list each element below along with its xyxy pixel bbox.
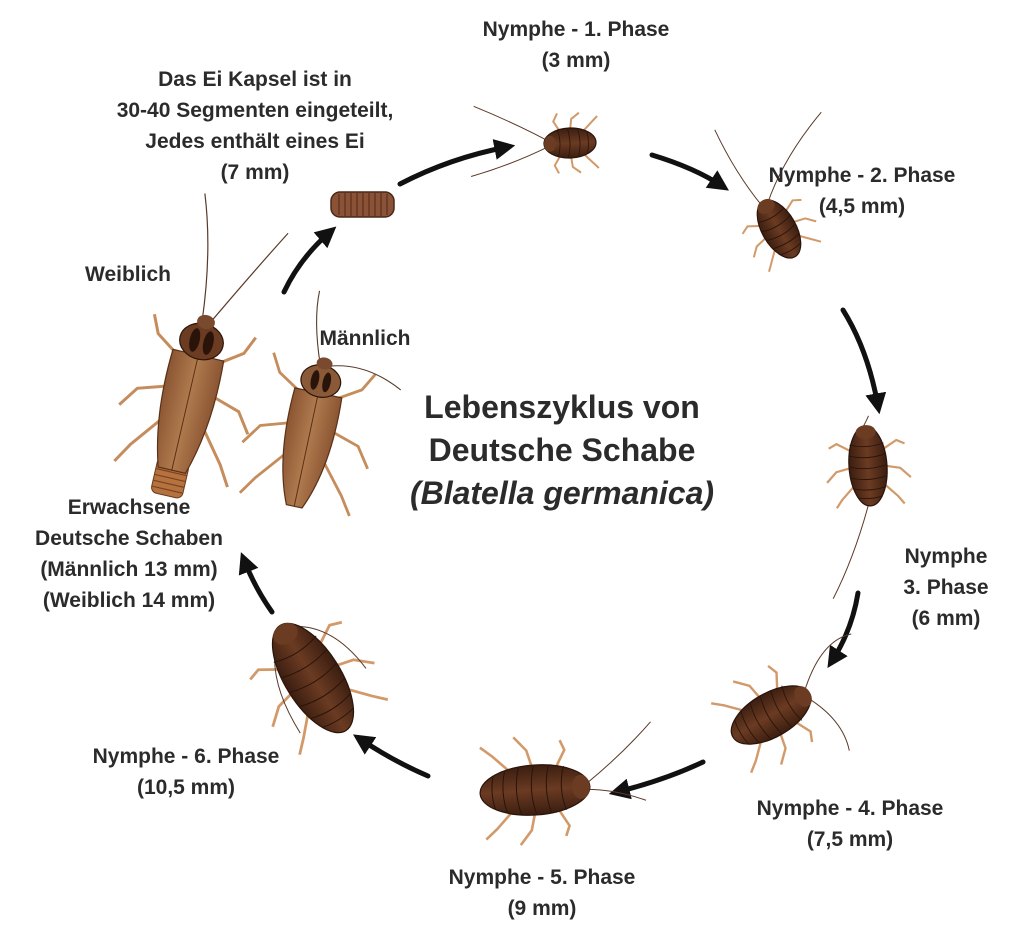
cycle-arrows: [238, 139, 887, 800]
label-nymph-2-title: Nymphe - 2. Phase: [768, 164, 956, 187]
label-nymph-1-title: Nymphe - 1. Phase: [482, 18, 670, 41]
nymph-5-illustration: [479, 721, 651, 846]
label-adults: Erwachsene Deutsche Schaben (Männlich 13…: [4, 492, 254, 616]
arrow-nymph5-to-nymph6: [352, 734, 431, 779]
label-nymph-5: Nymphe - 5. Phase (9 mm): [420, 862, 664, 924]
label-adults-female-size: (Weiblich 14 mm): [42, 589, 216, 612]
label-nymph-6-title: Nymphe - 6. Phase: [92, 745, 280, 768]
label-nymph-4: Nymphe - 4. Phase (7,5 mm): [728, 793, 972, 855]
label-adults-male-size: (Männlich 13 mm): [40, 558, 218, 581]
label-egg-line-2: 30-40 Segmenten eingeteilt,: [116, 99, 394, 122]
label-nymph-6: Nymphe - 6. Phase (10,5 mm): [64, 741, 308, 803]
label-adults-line-2: Deutsche Schaben: [35, 527, 223, 550]
arrow-nymph3-to-nymph4: [827, 590, 861, 669]
nymph-3-illustration: [826, 415, 912, 599]
title-line-2: Deutsche Schabe: [428, 432, 696, 468]
label-nymph-5-title: Nymphe - 5. Phase: [448, 866, 636, 889]
label-nymph-5-size: (9 mm): [507, 897, 577, 920]
label-nymph-3-phase: 3. Phase: [903, 576, 989, 599]
label-nymph-6-size: (10,5 mm): [136, 776, 236, 799]
adult-female-illustration: [113, 193, 289, 499]
label-male: Männlich: [300, 323, 430, 354]
nymph-2-illustration: [714, 111, 822, 272]
label-male-text: Männlich: [319, 327, 411, 350]
diagram-title: Lebenszyklus von Deutsche Schabe (Blatel…: [372, 386, 752, 515]
nymph-1-illustration: [470, 105, 600, 177]
arrow-egg-to-nymph1: [397, 139, 516, 187]
label-nymph-3-title: Nymphe: [904, 545, 988, 568]
arrow-nymph6-to-adults: [238, 552, 275, 615]
adult-male-illustration: [238, 290, 402, 517]
arrow-nymph4-to-nymph5: [608, 759, 706, 800]
label-nymph-4-size: (7,5 mm): [806, 828, 894, 851]
label-egg-line-1: Das Ei Kapsel ist in: [158, 68, 352, 91]
arrow-nymph2-to-nymph3: [840, 307, 887, 415]
label-egg-capsule: Das Ei Kapsel ist in 30-40 Segmenten ein…: [80, 64, 430, 188]
label-nymph-3-size: (6 mm): [911, 607, 981, 630]
nymph-6-illustration: [249, 620, 389, 756]
title-line-1: Lebenszyklus von: [424, 389, 700, 425]
label-female-text: Weiblich: [85, 263, 171, 286]
label-adults-line-1: Erwachsene: [67, 496, 191, 519]
title-scientific-name: (Blatella germanica): [409, 475, 715, 511]
arrow-female-to-egg: [281, 226, 337, 295]
label-egg-line-3: Jedes enthält eines Ei: [145, 130, 365, 153]
arrow-nymph1-to-nymph2: [649, 152, 729, 191]
label-nymph-3: Nymphe 3. Phase (6 mm): [884, 541, 1008, 634]
label-nymph-1-size: (3 mm): [541, 49, 611, 72]
label-egg-size: (7 mm): [220, 161, 290, 184]
label-nymph-4-title: Nymphe - 4. Phase: [756, 797, 944, 820]
label-nymph-2: Nymphe - 2. Phase (4,5 mm): [742, 160, 982, 222]
label-female: Weiblich: [62, 259, 194, 290]
nymph-4-illustration: [710, 633, 852, 774]
label-nymph-1: Nymphe - 1. Phase (3 mm): [456, 14, 696, 76]
label-nymph-2-size: (4,5 mm): [818, 195, 906, 218]
egg-capsule-illustration: [330, 191, 395, 218]
